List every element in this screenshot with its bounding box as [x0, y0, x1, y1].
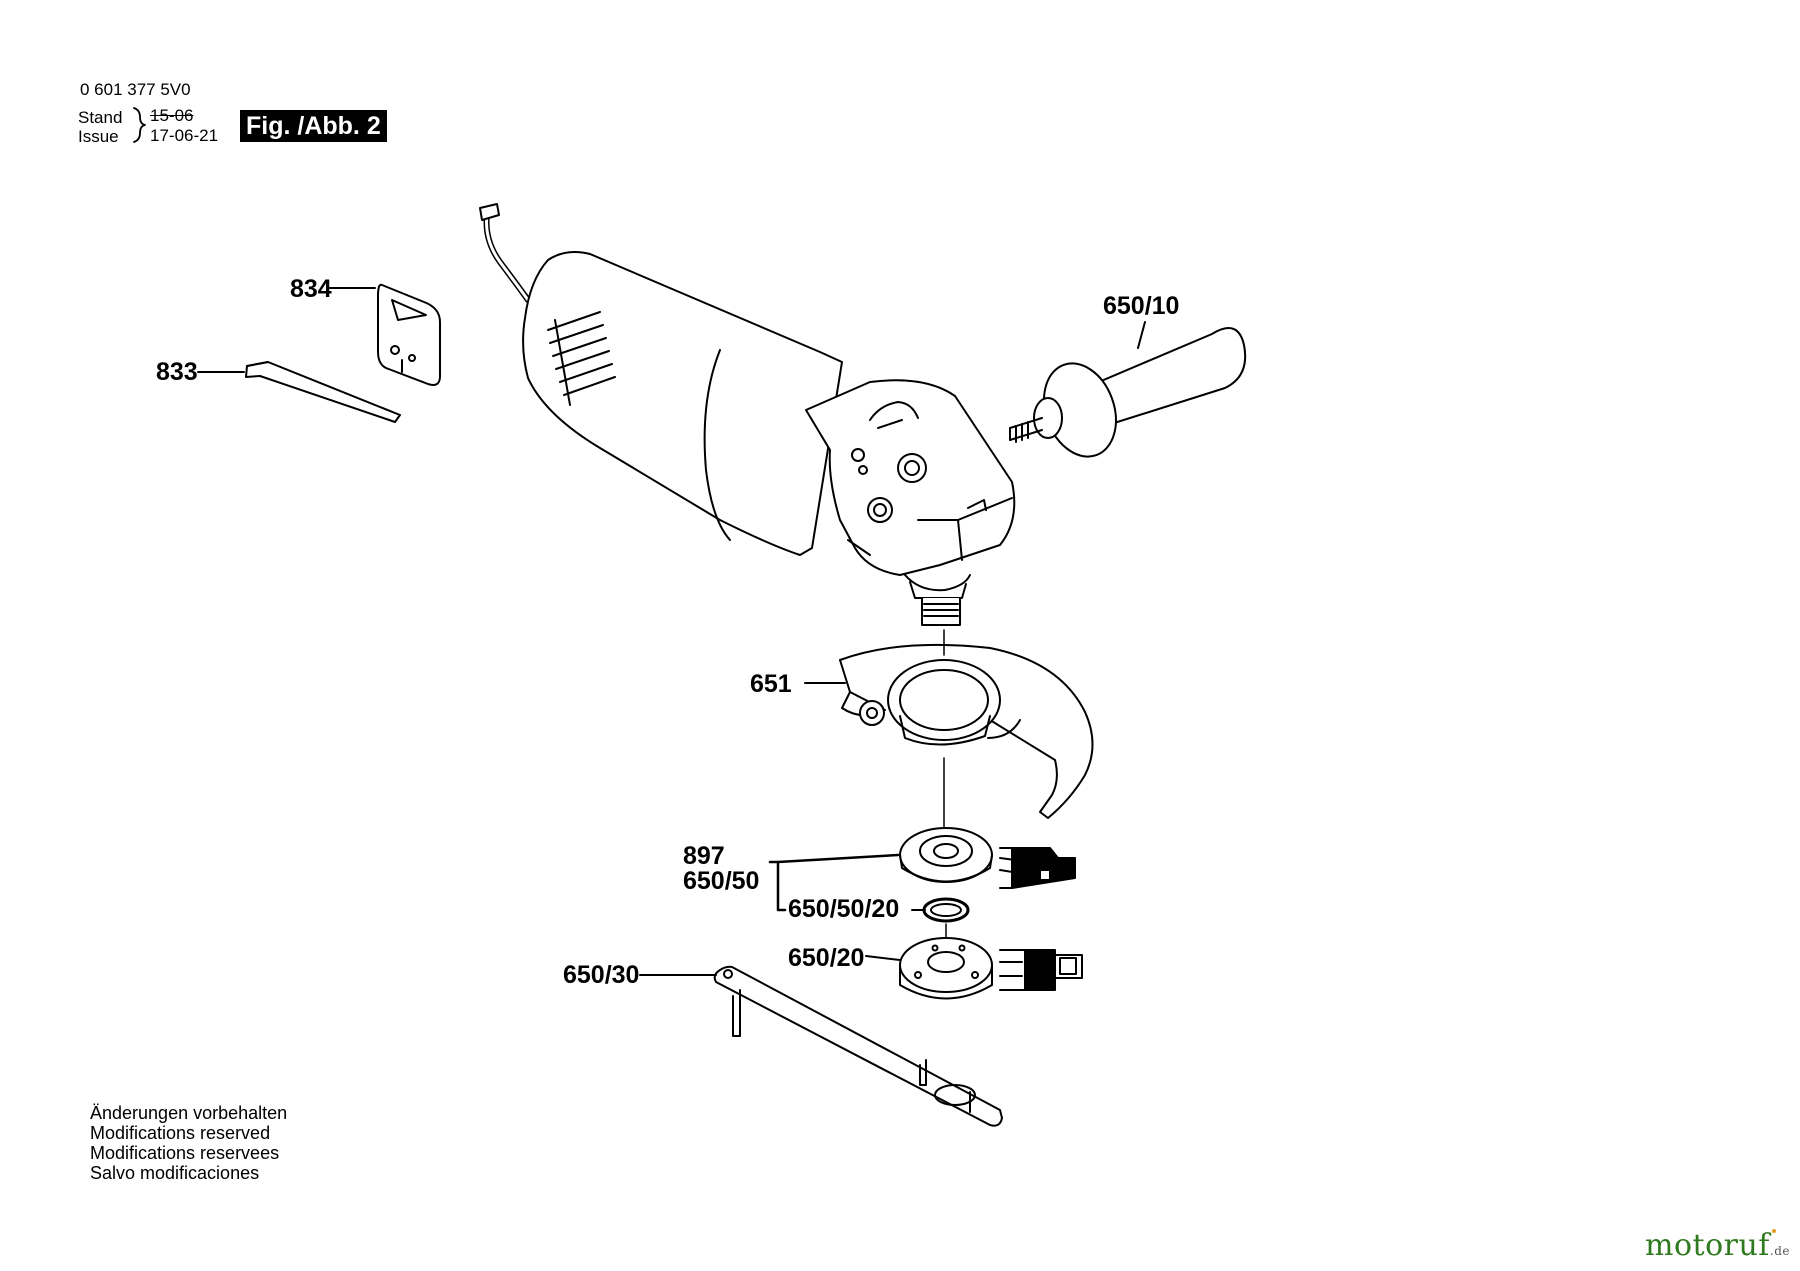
callout-650-50-20: 650/50/20 — [788, 895, 900, 923]
o-ring-650-50-20 — [922, 897, 970, 923]
callout-834: 834 — [290, 275, 332, 303]
leader-line-650-10 — [1137, 321, 1146, 349]
note-line: Salvo modificaciones — [90, 1163, 260, 1183]
flange-section-897 — [999, 847, 1076, 889]
side-handle-650-10 — [1009, 327, 1247, 458]
bracket-plate-834 — [377, 283, 441, 386]
stand-label: Stand — [78, 108, 123, 127]
watermark-logo: motoruf.de — [1645, 1228, 1790, 1263]
header-brace — [133, 107, 146, 143]
note-line: Änderungen vorbehalten — [90, 1103, 288, 1123]
part-number: 0 601 377 5V0 — [80, 80, 191, 99]
callout-650-50: 650/50 — [683, 867, 760, 895]
callout-833: 833 — [156, 358, 198, 386]
clamping-nut-650-20 — [899, 937, 993, 1000]
pin-spanner-650-30 — [713, 965, 1003, 1127]
watermark-dot — [1772, 1229, 1776, 1233]
callout-650-10: 650/10 — [1103, 292, 1180, 320]
hex-key-833 — [245, 361, 401, 423]
issue-date: 17-06-21 — [150, 126, 219, 145]
stand-date: 15-06 — [150, 106, 194, 125]
note-line: Modifications reserved — [90, 1123, 271, 1143]
callout-897: 897 — [683, 842, 725, 870]
callout-bracket — [768, 853, 900, 912]
callout-650-30: 650/30 — [563, 961, 640, 989]
flange-897 — [899, 827, 993, 883]
leader-line-650-20 — [865, 955, 901, 961]
angle-grinder-body — [479, 203, 1016, 626]
wheel-guard-651 — [839, 643, 1094, 819]
watermark-name: motoruf — [1645, 1228, 1770, 1263]
callout-651: 651 — [750, 670, 792, 698]
note-line: Modifications reservees — [90, 1143, 280, 1163]
figure-label: Fig. /Abb. 2 — [240, 110, 387, 142]
nut-section-650-20 — [999, 949, 1083, 991]
issue-label: Issue — [78, 127, 119, 146]
callout-650-20: 650/20 — [788, 944, 865, 972]
watermark-tld: .de — [1769, 1244, 1791, 1258]
